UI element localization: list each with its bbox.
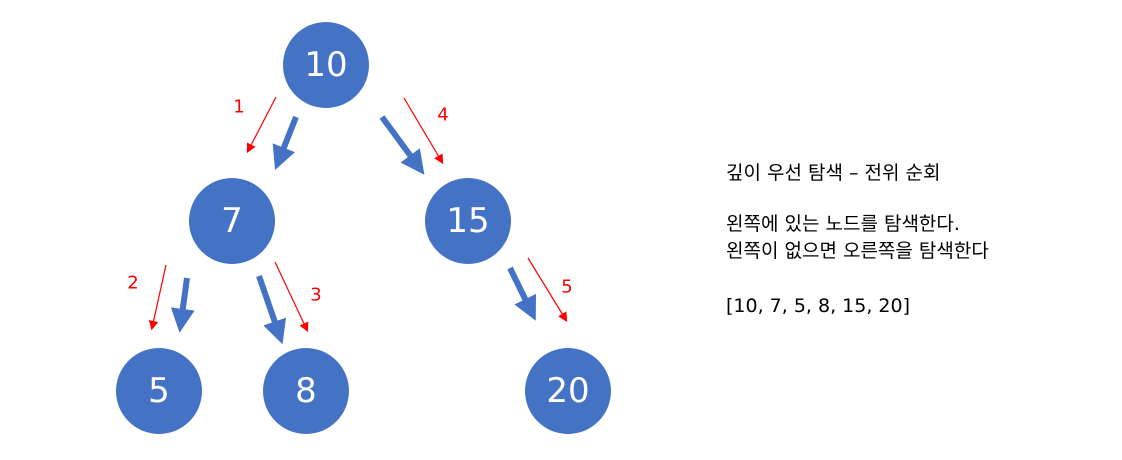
step-label-2: 2 <box>127 273 138 294</box>
node-label: 7 <box>221 201 243 241</box>
tree-node-5: 5 <box>116 348 202 434</box>
node-label: 5 <box>148 371 170 411</box>
node-label: 10 <box>304 45 347 85</box>
traversal-arrow-4 <box>403 97 444 165</box>
edge-7-to-5 <box>170 277 195 333</box>
traversal-arrow-1 <box>246 96 277 154</box>
step-label-5: 5 <box>561 277 572 298</box>
edge-15-to-20 <box>507 266 536 321</box>
description-title: 깊이 우선 탐색 – 전위 순회 <box>726 162 941 184</box>
tree-node-20: 20 <box>525 348 611 434</box>
edge-10-to-15 <box>379 115 425 175</box>
traversal-result: [10, 7, 5, 8, 15, 20] <box>726 295 911 317</box>
tree-node-7: 7 <box>189 178 275 264</box>
node-label: 20 <box>546 371 589 411</box>
traversal-arrow-5 <box>527 257 568 323</box>
step-label-3: 3 <box>310 285 321 306</box>
tree-node-8: 8 <box>263 348 349 434</box>
edge-10-to-7 <box>272 115 299 171</box>
node-label: 15 <box>446 201 489 241</box>
step-label-1: 1 <box>233 97 244 118</box>
traversal-arrow-3 <box>274 261 309 333</box>
description-line-1: 왼쪽에 있는 노드를 탐색한다. <box>726 213 960 235</box>
tree-node-10: 10 <box>283 22 369 108</box>
step-label-4: 4 <box>437 105 448 126</box>
edge-7-to-8 <box>256 275 287 345</box>
description-panel: 깊이 우선 탐색 – 전위 순회 왼쪽에 있는 노드를 탐색한다. 왼쪽이 없으… <box>726 160 989 320</box>
node-label: 8 <box>295 371 317 411</box>
description-line-2: 왼쪽이 없으면 오른쪽을 탐색한다 <box>726 240 989 262</box>
tree-node-15: 15 <box>425 178 511 264</box>
traversal-arrow-2 <box>148 264 167 331</box>
